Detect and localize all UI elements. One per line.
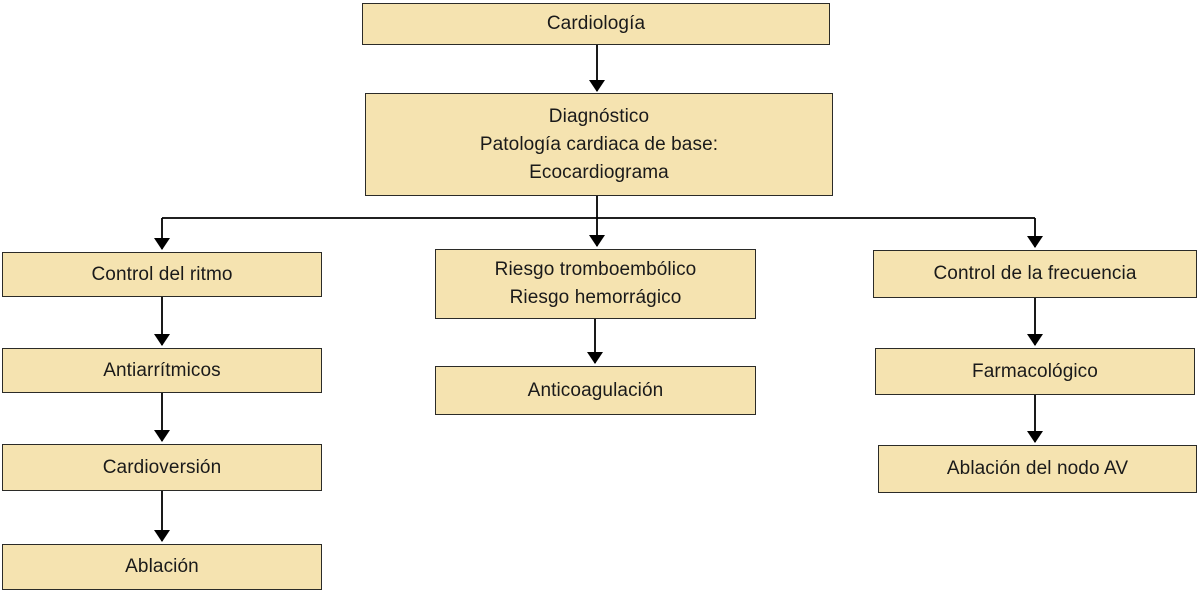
node-anticoagulacion: Anticoagulación: [435, 366, 756, 415]
node-diagnostico: Diagnóstico Patología cardiaca de base: …: [365, 93, 833, 196]
node-farmacologico: Farmacológico: [875, 348, 1195, 395]
node-cardiologia: Cardiología: [362, 3, 830, 45]
node-ablacion-nodo-av: Ablación del nodo AV: [878, 445, 1197, 493]
node-antiarritmicos: Antiarrítmicos: [2, 348, 322, 393]
node-cardioversion: Cardioversión: [2, 444, 322, 491]
node-riesgo: Riesgo tromboembólico Riesgo hemorrágico: [435, 249, 756, 319]
node-control-ritmo: Control del ritmo: [2, 252, 322, 297]
node-control-frecuencia: Control de la frecuencia: [873, 250, 1197, 298]
node-ablacion: Ablación: [2, 544, 322, 590]
